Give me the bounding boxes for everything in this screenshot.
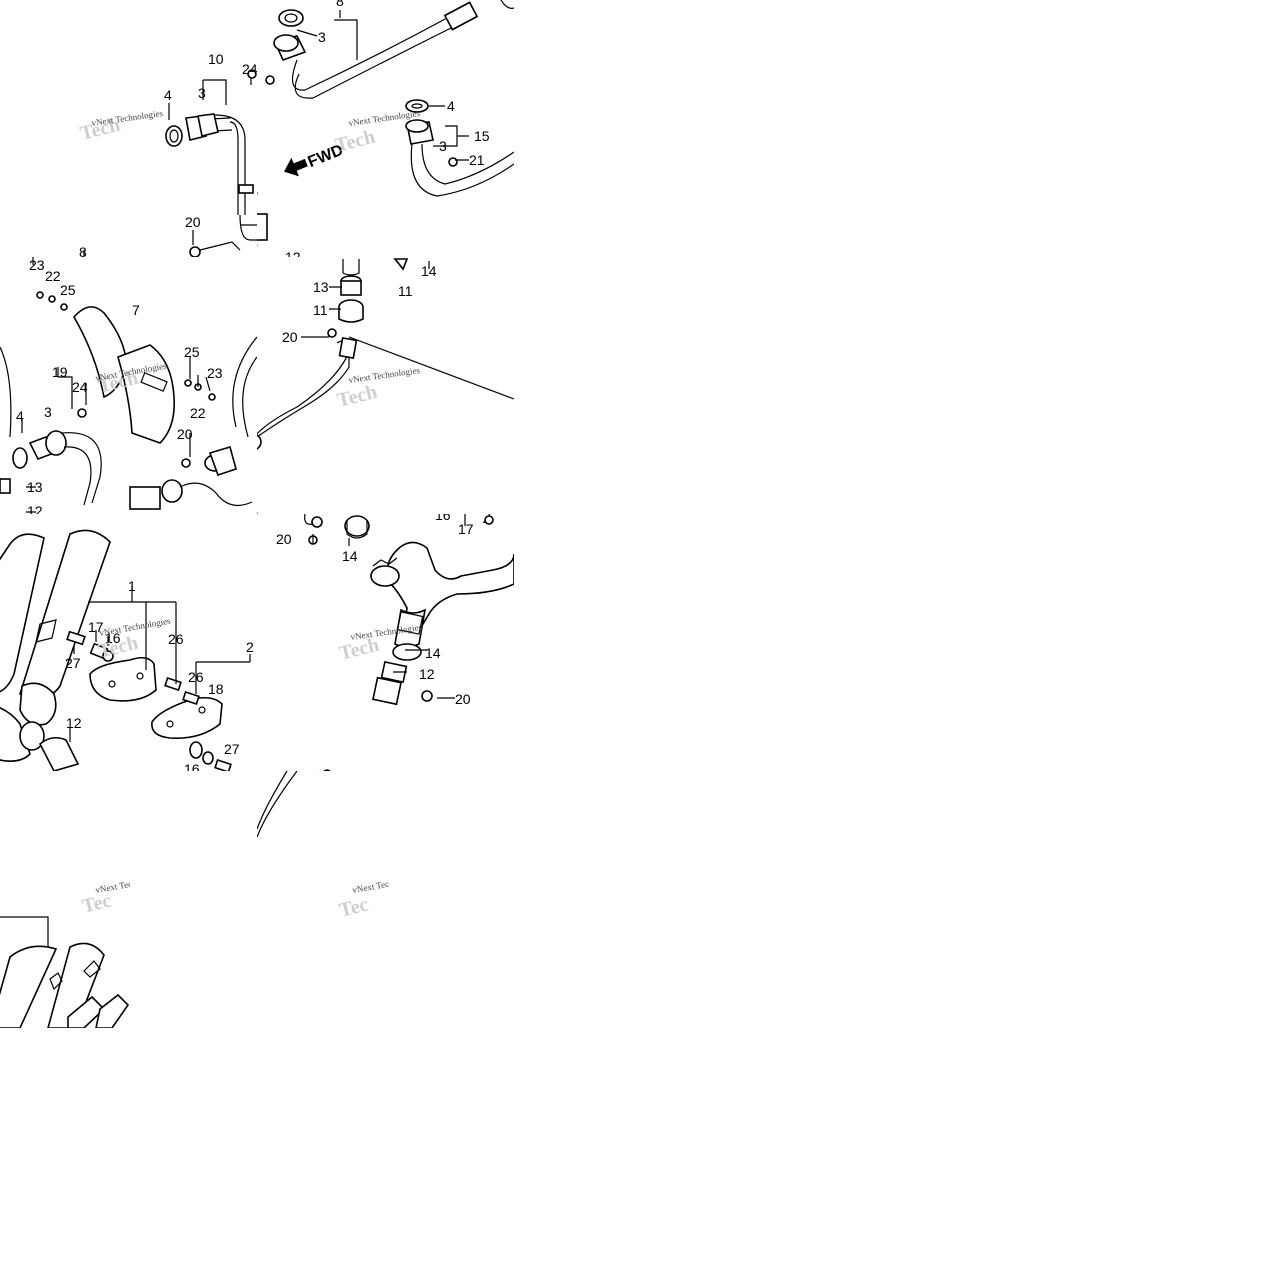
callout-12: 12 [27, 503, 43, 514]
watermark-text: vNext Technologies [348, 365, 421, 385]
diagram-tile-r0c1: FWD 8 3 4 15 3 21 12 Tech vNext Technolo… [257, 0, 514, 257]
callout-8: 8 [79, 244, 87, 257]
diagram-tile-r2c1: 16 17 20 14 14 12 20 5 6 6 Tech vNext Te… [257, 514, 514, 771]
diagram-tile-r1c1: 14 13 11 11 20 Tech vNext Technologies [257, 257, 514, 514]
callout-20: 20 [282, 329, 298, 345]
unloaded-tile-area-bottom [0, 1028, 514, 1285]
callout-27: 27 [65, 655, 81, 671]
callout-16: 16 [105, 630, 121, 646]
callout-27-lower: 27 [224, 741, 240, 757]
callout-24: 24 [242, 61, 257, 77]
callout-4: 4 [447, 98, 455, 114]
svg-text:Tec: Tec [337, 893, 371, 921]
callout-7: 7 [132, 302, 140, 318]
callout-17: 17 [458, 521, 474, 537]
callout-18: 18 [208, 681, 224, 697]
callout-11-right: 11 [398, 283, 413, 299]
callout-25-right: 25 [184, 344, 200, 360]
callout-20: 20 [185, 214, 201, 230]
callout-12: 12 [419, 666, 435, 682]
callout-3: 3 [44, 404, 52, 420]
callout-13: 13 [27, 479, 43, 495]
callout-12: 12 [66, 715, 82, 731]
callout-19: 19 [52, 364, 68, 380]
callout-26: 26 [168, 631, 184, 647]
callout-20: 20 [177, 426, 193, 442]
unloaded-tile-area-r3c0-top [0, 771, 130, 881]
callout-22: 22 [45, 268, 61, 284]
callout-11: 11 [313, 302, 328, 318]
diagram-tile-r3c1: Tec vNext Tec [257, 771, 397, 921]
callout-3: 3 [198, 85, 206, 101]
callout-12: 12 [285, 249, 301, 257]
callout-14-upper: 14 [342, 548, 358, 564]
diagram-tile-r2c0: 1 17 16 26 27 26 18 12 27 16 2 Tech vNex… [0, 514, 257, 771]
unloaded-tile-area [514, 0, 1285, 1285]
callout-23: 23 [29, 257, 45, 273]
svg-text:Tech: Tech [333, 126, 378, 157]
callout-25: 25 [60, 282, 76, 298]
watermark-text-short: vNext Tec [95, 879, 133, 895]
watermark-text-short: vNext Tec [352, 879, 390, 895]
svg-text:Tech: Tech [335, 381, 380, 412]
callout-4: 4 [164, 87, 172, 103]
callout-20-upper: 20 [276, 531, 292, 547]
callout-16: 16 [435, 514, 451, 523]
diagram-tile-r0c0: 10 24 3 4 21 20 8 Tech vNext Technologie… [0, 0, 257, 257]
callout-4-left: 4 [16, 408, 24, 424]
callout-14: 14 [421, 263, 437, 279]
callout-22-right: 22 [190, 405, 206, 421]
unloaded-tile-area-r3c0 [130, 771, 257, 1028]
callout-26-lower: 26 [188, 669, 204, 685]
callout-15: 15 [474, 128, 490, 144]
callout-1: 1 [128, 578, 136, 594]
callout-2: 2 [246, 639, 254, 655]
diagram-tile-r1c0: 4 23 22 25 7 19 3 24 4 25 23 22 20 13 12… [0, 257, 257, 514]
callout-17: 17 [88, 619, 104, 635]
callout-23-right: 23 [207, 365, 223, 381]
callout-3-right: 3 [439, 138, 447, 154]
unloaded-tile-area-r3c1 [397, 771, 514, 1028]
callout-3: 3 [318, 29, 326, 45]
unloaded-tile-area-r3c1b [257, 921, 397, 1028]
callout-8: 8 [336, 0, 344, 9]
callout-14: 14 [425, 645, 441, 661]
callout-10: 10 [208, 51, 224, 67]
callout-16-lower: 16 [184, 761, 200, 771]
watermark-text: vNext Technologies [91, 108, 164, 128]
callout-20: 20 [455, 691, 471, 707]
callout-21: 21 [469, 152, 485, 168]
callout-24: 24 [72, 379, 88, 395]
callout-13: 13 [313, 279, 329, 295]
